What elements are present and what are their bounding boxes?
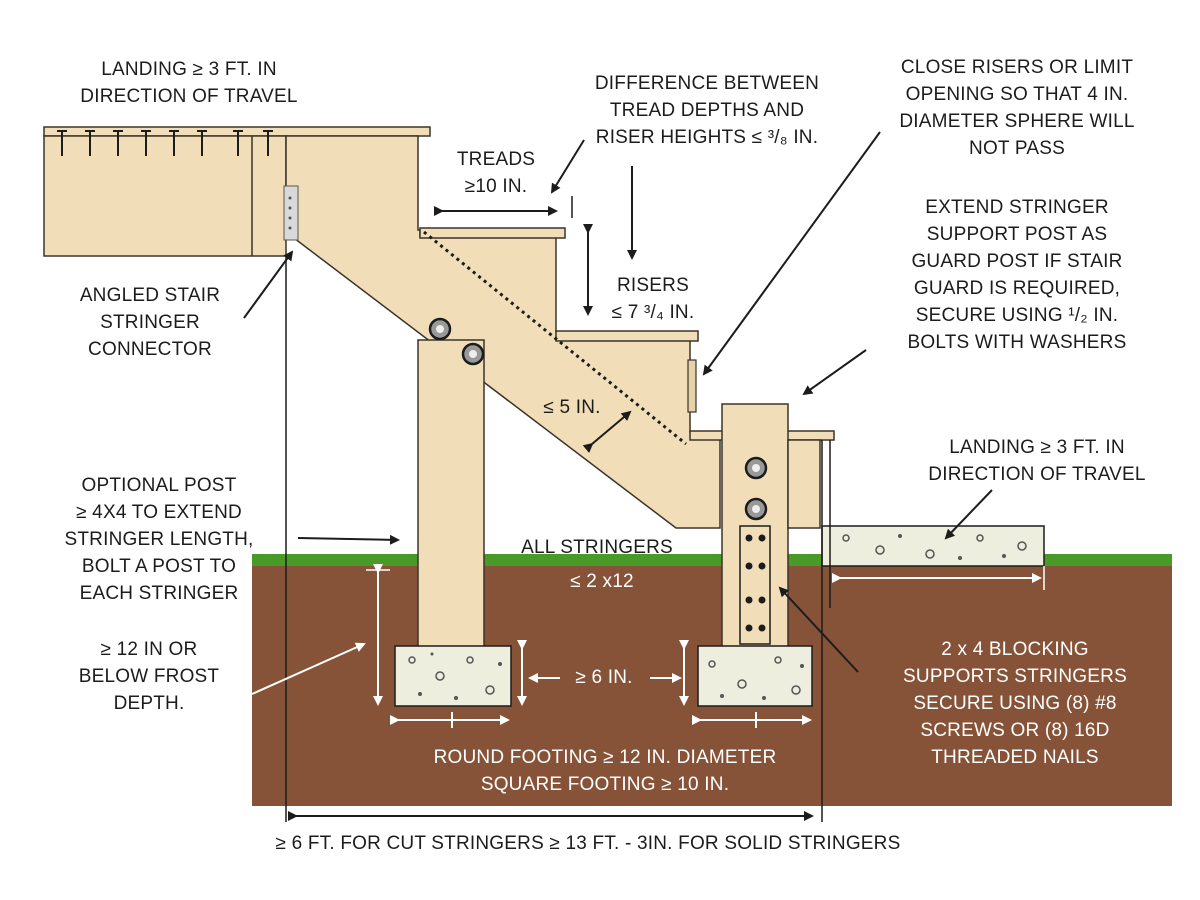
close-risers-label: CLOSE RISERS OR LIMIT OPENING SO THAT 4 … <box>899 57 1135 159</box>
treads-label: TREADS ≥10 IN. <box>456 149 536 197</box>
close-risers-pointer <box>702 131 881 376</box>
all-stringers-label: ALL STRINGERS <box>521 537 673 558</box>
six-in-label: ≥ 6 IN. <box>575 667 633 688</box>
frost-depth-pointer <box>251 642 366 695</box>
landing-bottom-pointer <box>944 489 993 540</box>
risers-label: RISERS ≤ 7 ³/₄ IN. <box>611 275 695 323</box>
footing-left <box>394 645 512 707</box>
tread-1 <box>419 227 566 239</box>
support-post-bolts <box>744 456 768 521</box>
optional-post-arrow <box>297 534 400 545</box>
blocking-2x4 <box>739 525 771 645</box>
five-in-arrow <box>582 410 632 453</box>
lower-stringer-end <box>787 439 821 529</box>
frost-depth-label: ≥ 12 IN OR BELOW FROST DEPTH. <box>78 639 220 714</box>
post-bolts <box>428 317 485 366</box>
deck-screws <box>57 130 273 156</box>
footing-right <box>697 645 813 707</box>
blocking-pointer <box>778 586 859 673</box>
landing-bottom-label: LANDING ≥ 3 FT. IN DIRECTION OF TRAVEL <box>928 437 1146 485</box>
angled-connector-label: ANGLED STAIR STRINGER CONNECTOR <box>79 285 221 360</box>
soil-dimension-arrows <box>251 564 1042 728</box>
difference-pointer <box>550 139 585 194</box>
connector-pointer <box>243 250 294 319</box>
optional-post <box>417 339 485 651</box>
angled-stair-connector <box>283 185 299 241</box>
span-label: ≥ 6 FT. FOR CUT STRINGERS ≥ 13 FT. - 3IN… <box>275 833 901 854</box>
landing-top-label: LANDING ≥ 3 FT. IN DIRECTION OF TRAVEL <box>80 59 298 107</box>
extend-stringer-label: EXTEND STRINGER SUPPORT POST AS GUARD PO… <box>907 197 1127 353</box>
riser-board <box>687 359 697 413</box>
tread-2 <box>555 330 699 342</box>
stringer-cut-line <box>423 230 687 446</box>
difference-label: DIFFERENCE BETWEEN TREAD DEPTHS AND RISE… <box>594 73 820 148</box>
blocking-label: 2 x 4 BLOCKING SUPPORTS STRINGERS SECURE… <box>903 639 1127 768</box>
footing-label: ROUND FOOTING ≥ 12 IN. DIAMETER SQUARE F… <box>433 747 777 795</box>
two-by-twelve-label: ≤ 2 x12 <box>570 571 634 592</box>
five-in-label: ≤ 5 IN. <box>543 397 601 418</box>
dimension-arrows <box>243 131 993 821</box>
upper-deck <box>43 126 431 257</box>
extend-stringer-pointer <box>802 349 867 396</box>
optional-post-label: OPTIONAL POST ≥ 4X4 TO EXTEND STRINGER L… <box>64 475 254 604</box>
lower-landing-slab <box>821 525 1045 567</box>
